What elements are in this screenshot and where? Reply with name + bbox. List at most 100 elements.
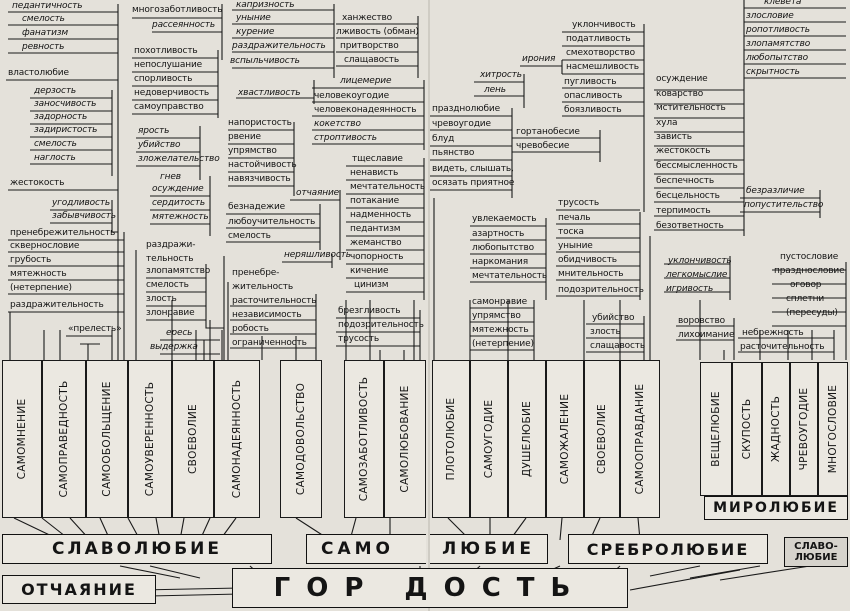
vice-label: празднословие	[774, 266, 845, 276]
vice-label: безнадежие	[228, 202, 286, 212]
column-svoevolie: СВОЕВОЛИЕ	[172, 360, 214, 518]
vice-label: жительность	[232, 282, 294, 292]
vice-label: осуждение	[656, 74, 708, 84]
vice-label: сплетни	[786, 294, 825, 304]
vice-label: уклончивость	[668, 256, 732, 266]
root-otchayanie: ОТЧАЯНИЕ	[2, 575, 156, 604]
vice-label: навязчивость	[228, 174, 291, 184]
vice-label: празднолюбие	[432, 104, 500, 114]
vice-label: расточительность	[740, 342, 825, 352]
root-slavolyubie: СЛАВОЛЮБИЕ	[2, 534, 272, 564]
vice-label: любоучительность	[228, 217, 316, 227]
vice-label: кичение	[350, 266, 389, 276]
vice-label: самонравие	[472, 297, 528, 307]
vice-label: независимость	[232, 310, 302, 320]
column-veshchelyubie: ВЕЩЕЛЮБИЕ	[700, 362, 732, 496]
column-chrevougodie: ЧРЕВОУГОДИЕ	[790, 362, 818, 496]
vice-label: чопорность	[350, 252, 404, 262]
vice-label: человеконадеянность	[314, 105, 417, 115]
vice-label: жестокость	[656, 146, 711, 156]
vice-label: человекоугодие	[314, 91, 389, 101]
vice-label: раздражительность	[10, 300, 104, 310]
vice-label: злость	[590, 327, 621, 337]
vice-label: коварство	[656, 89, 704, 99]
vice-label: властолюбие	[8, 68, 69, 78]
vice-label: злопамятство	[146, 266, 211, 276]
vice-label: чревобесие	[516, 141, 570, 151]
vice-label: любопытство	[746, 53, 808, 63]
root-srebrolyubie: СРЕБРОЛЮБИЕ	[568, 534, 768, 564]
vice-label: многозаботливость	[132, 5, 223, 15]
column-samopravednost: САМОПРАВЕДНОСТЬ	[42, 360, 86, 518]
vice-label: лихоимание	[678, 330, 735, 340]
vice-label: зависть	[656, 132, 692, 142]
vice-label: пустословие	[780, 252, 839, 262]
vice-label: трусость	[338, 334, 380, 344]
vice-label: бессмысленность	[656, 161, 738, 171]
root-mirolyubie: МИРОЛЮБИЕ	[704, 496, 848, 520]
vice-label: грубость	[10, 255, 52, 265]
vice-label: ирония	[522, 54, 556, 64]
vice-label: уклончивость	[572, 20, 636, 30]
vice-label: оговор	[790, 280, 822, 290]
vice-label: безразличие	[746, 186, 805, 196]
vice-label: хула	[656, 118, 678, 128]
vice-label: податливость	[566, 34, 631, 44]
vice-label: терпимость	[656, 206, 711, 216]
vice-label: злонравие	[146, 308, 195, 318]
vice-label: осязать приятное	[432, 178, 515, 188]
vice-label: жеманство	[350, 238, 402, 248]
vice-label: рассеянность	[152, 20, 216, 30]
vice-label: похотливость	[134, 46, 198, 56]
column-plotolyubie: ПЛОТОЛЮБИЕ	[432, 360, 470, 518]
vice-label: наглость	[34, 153, 76, 163]
vice-label: расточительность	[232, 296, 317, 306]
vice-label: сердитость	[152, 198, 206, 208]
vice-label: отчаяние	[296, 188, 340, 198]
vice-label: кокетство	[314, 119, 361, 129]
vice-label: обидчивость	[558, 255, 617, 265]
vice-label: тельность	[146, 254, 194, 264]
vice-label: ограниченность	[232, 338, 307, 348]
vice-label: лживость (обман)	[336, 27, 419, 37]
vice-label: осуждение	[152, 184, 204, 194]
vice-label: скрытность	[746, 67, 800, 77]
vice-label: смелость	[146, 280, 189, 290]
vice-label: педантизм	[350, 224, 401, 234]
vice-label: смелость	[22, 14, 65, 24]
root-slavolyubie-small: СЛАВО- ЛЮБИЕ	[784, 537, 848, 567]
vice-label: увлекаемость	[472, 214, 537, 224]
column-samoopravdanie: САМООПРАВДАНИЕ	[620, 360, 660, 518]
vice-label: упрямство	[472, 311, 521, 321]
vice-label: задиристость	[34, 125, 98, 135]
vice-label: зложелательство	[138, 154, 220, 164]
column-svoevolie-2: СВОЕВОЛИЕ	[584, 360, 620, 518]
vice-label: наркомания	[472, 257, 529, 267]
vice-label: хвастливость	[238, 88, 301, 98]
vice-label: печаль	[558, 213, 591, 223]
vice-label: брезгливость	[338, 306, 401, 316]
vice-label: лень	[484, 85, 506, 95]
vice-label: мятежность	[152, 212, 209, 222]
vice-label: бесцельность	[656, 191, 720, 201]
vice-label: насмешливость	[566, 62, 639, 72]
vice-label: ревность	[22, 42, 65, 52]
vice-label: фанатизм	[22, 28, 69, 38]
vice-label: самоуправство	[134, 102, 204, 112]
vice-label: робость	[232, 324, 269, 334]
vice-label: гортанобесие	[516, 127, 580, 137]
column-samougodie: САМОУГОДИЕ	[470, 360, 508, 518]
vice-label: капризность	[236, 0, 295, 10]
vice-label: трусость	[558, 198, 600, 208]
vice-label: жестокость	[10, 178, 65, 188]
vice-label: задорность	[34, 112, 88, 122]
vice-label: хитрость	[480, 70, 522, 80]
vice-label: уныние	[558, 241, 593, 251]
vice-label: вспыльчивость	[230, 56, 300, 66]
column-samomnenie: САМОМНЕНИЕ	[2, 360, 42, 518]
vice-label: смелость	[34, 139, 77, 149]
vice-label: смелость	[228, 231, 271, 241]
column-skupost: СКУПОСТЬ	[732, 362, 762, 496]
vice-label: мстительность	[656, 103, 726, 113]
vice-label: пренебрежительность	[10, 228, 116, 238]
